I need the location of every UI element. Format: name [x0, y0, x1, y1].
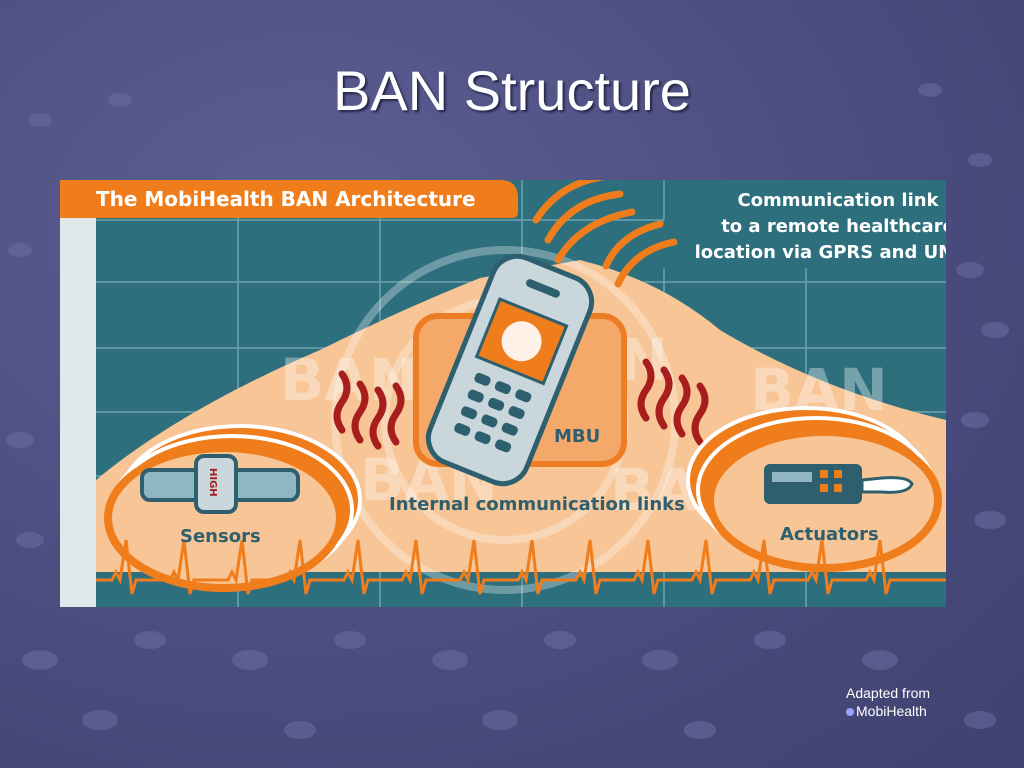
ecg-trace: [96, 539, 946, 595]
left-margin-strip: [60, 180, 96, 607]
sensors-group: HIGH: [104, 424, 362, 592]
wireless-waves: [532, 180, 678, 288]
comm-link-panel: [654, 180, 946, 268]
figure-header: The MobiHealth BAN Architecture: [96, 187, 476, 211]
credit-line-1: Adapted from: [846, 685, 931, 701]
header-tab: [60, 180, 518, 218]
ban-architecture-figure: BAN BAN BAN BAN BAN: [60, 180, 946, 607]
comm-link-line-2: to a remote healthcare: [721, 216, 946, 237]
phone-illustration: [425, 253, 595, 487]
credit-line-2: MobiHealth: [846, 702, 930, 720]
actuators-label: Actuators: [780, 524, 879, 545]
internal-links-label: Internal communication links: [389, 494, 685, 515]
internal-link-squiggles: [333, 358, 709, 450]
sensors-label: Sensors: [180, 526, 261, 547]
bullet-icon: [846, 708, 854, 717]
actuators-group: [686, 406, 942, 572]
slide-title: BAN Structure: [333, 59, 691, 122]
watch-label: HIGH: [207, 468, 218, 497]
mbu-label: MBU: [554, 426, 600, 447]
credit-source: MobiHealth: [856, 703, 927, 719]
comm-link-line-1: Communication link: [737, 190, 939, 211]
source-credit: Adapted from MobiHealth: [846, 684, 930, 720]
comm-link-line-3: location via GPRS and UMTS: [695, 242, 946, 263]
